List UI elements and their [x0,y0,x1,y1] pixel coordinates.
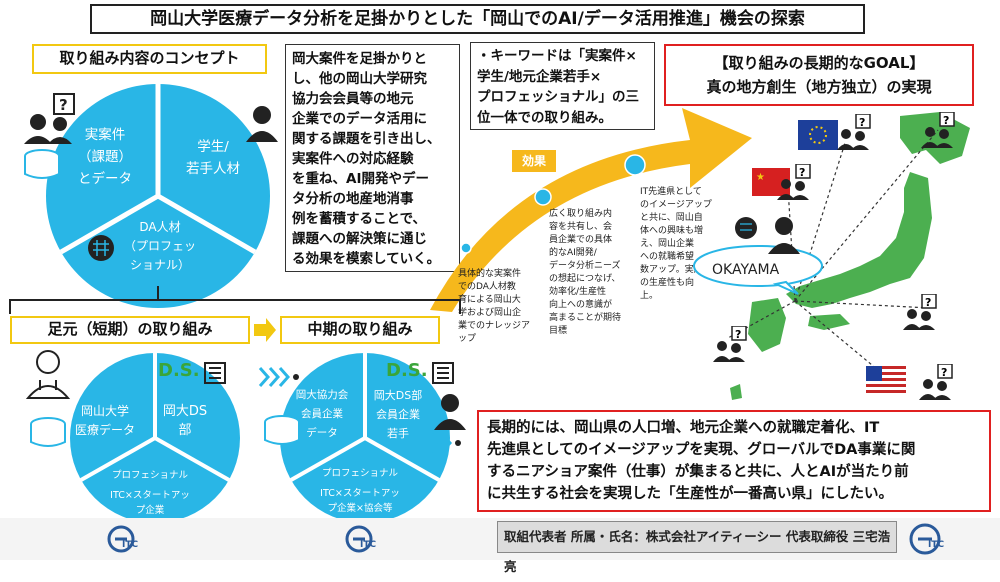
person-question-icon: ? [903,294,937,330]
keywords-box: ・キーワードは「実案件×学生/地元企業若手×プロフェッショナル」の三位一体での取… [470,42,655,130]
okayama-label: OKAYAMA [712,262,780,278]
mid-segment-data: 岡大協力会会員企業データ [295,389,349,439]
svg-text:?: ? [735,328,741,341]
person-question-icon: ? [713,326,747,362]
person-question-icon: ? [921,112,955,148]
segment-da: DA人材（プロフェッショナル） [123,220,196,272]
svg-text:?: ? [941,366,947,379]
ds-mark-icon [432,362,454,384]
effect-text-3: IT先進県としてのイメージアップと共に、岡山自体への興味も増え、岡山企業への就職… [640,187,712,301]
person-question-icon: ? [919,364,953,400]
mid-term-title: 中期の取り組み [280,316,440,344]
svg-text:?: ? [859,116,865,129]
database-icon [30,417,66,447]
representative-info: 取組代表者 所属・氏名：株式会社アイティーシー 代表取締役 三宅浩亮 [497,521,897,574]
person-icon [246,106,278,142]
doctor-icon [25,350,71,399]
segment-cases: 実案件（課題）とデータ [78,127,132,187]
okayama-bubble [693,245,823,295]
ds-logo: D.S. [158,360,200,381]
ai-head-icon [88,235,114,261]
svg-text:?: ? [943,114,949,127]
effect-text-2: 広く取り組み内容を共有し、会員企業での具体的なAI開発/データ分析ニーズの想起に… [549,209,622,336]
svg-text:?: ? [799,166,805,179]
ai-person-pair-icon [735,217,800,254]
person-question-icon: ? [837,114,871,150]
svg-text:?: ? [59,96,68,114]
person-question-icon: ? [24,93,75,144]
us-flag-icon [866,366,906,396]
svg-text:★: ★ [756,172,765,183]
effect-text-1: 具体的な実案件でのDA人材教育による岡山大学および岡山企業でのナレッジアップ [458,269,531,344]
mid-segment-ds: 岡大DS部会員企業若手 [373,389,423,440]
short-term-title: 足元（短期）の取り組み [10,316,250,344]
page-title: 岡山大学医療データ分析を足掛かりとした「岡山でのAI/データ活用推進」機会の探索 [90,4,865,34]
description-box: 岡大案件を足掛かりとし、他の岡山大学研究協力会会員等の地元企業でのデータ活用に関… [285,44,460,272]
database-icon [264,415,300,445]
ds-logo: D.S. [386,360,428,381]
effect-label: 効果 [512,150,556,172]
svg-text:?: ? [925,296,931,309]
itc-logo-text: ITC [360,540,377,550]
short-term-circle [70,353,240,523]
itc-logo-icon [345,525,373,553]
segment-students: 学生/若手人材 [186,139,240,177]
chevrons-icon [258,367,299,387]
person-icon [434,394,466,430]
itc-logo-icon [909,523,941,555]
goal-box: 【取り組みの長期的なGOAL】真の地方創生（地方独立）の実現 [664,44,974,106]
eu-flag-icon [798,120,838,150]
phase-bracket [9,286,461,314]
mid-term-circle [280,353,450,523]
concept-title: 取り組み内容のコンセプト [32,44,267,74]
database-icon [24,149,60,179]
chevrons-icon [430,433,461,453]
phase-arrow-icon [254,318,276,342]
ds-mark-icon [204,362,226,384]
itc-logo-text: ITC [928,540,945,550]
itc-logo-icon [107,525,135,553]
effect-arrow [430,108,752,312]
person-question-icon: ? [777,164,811,200]
itc-logo-text: ITC [122,540,139,550]
short-segment-data: 岡山大学医療データ [74,404,135,437]
